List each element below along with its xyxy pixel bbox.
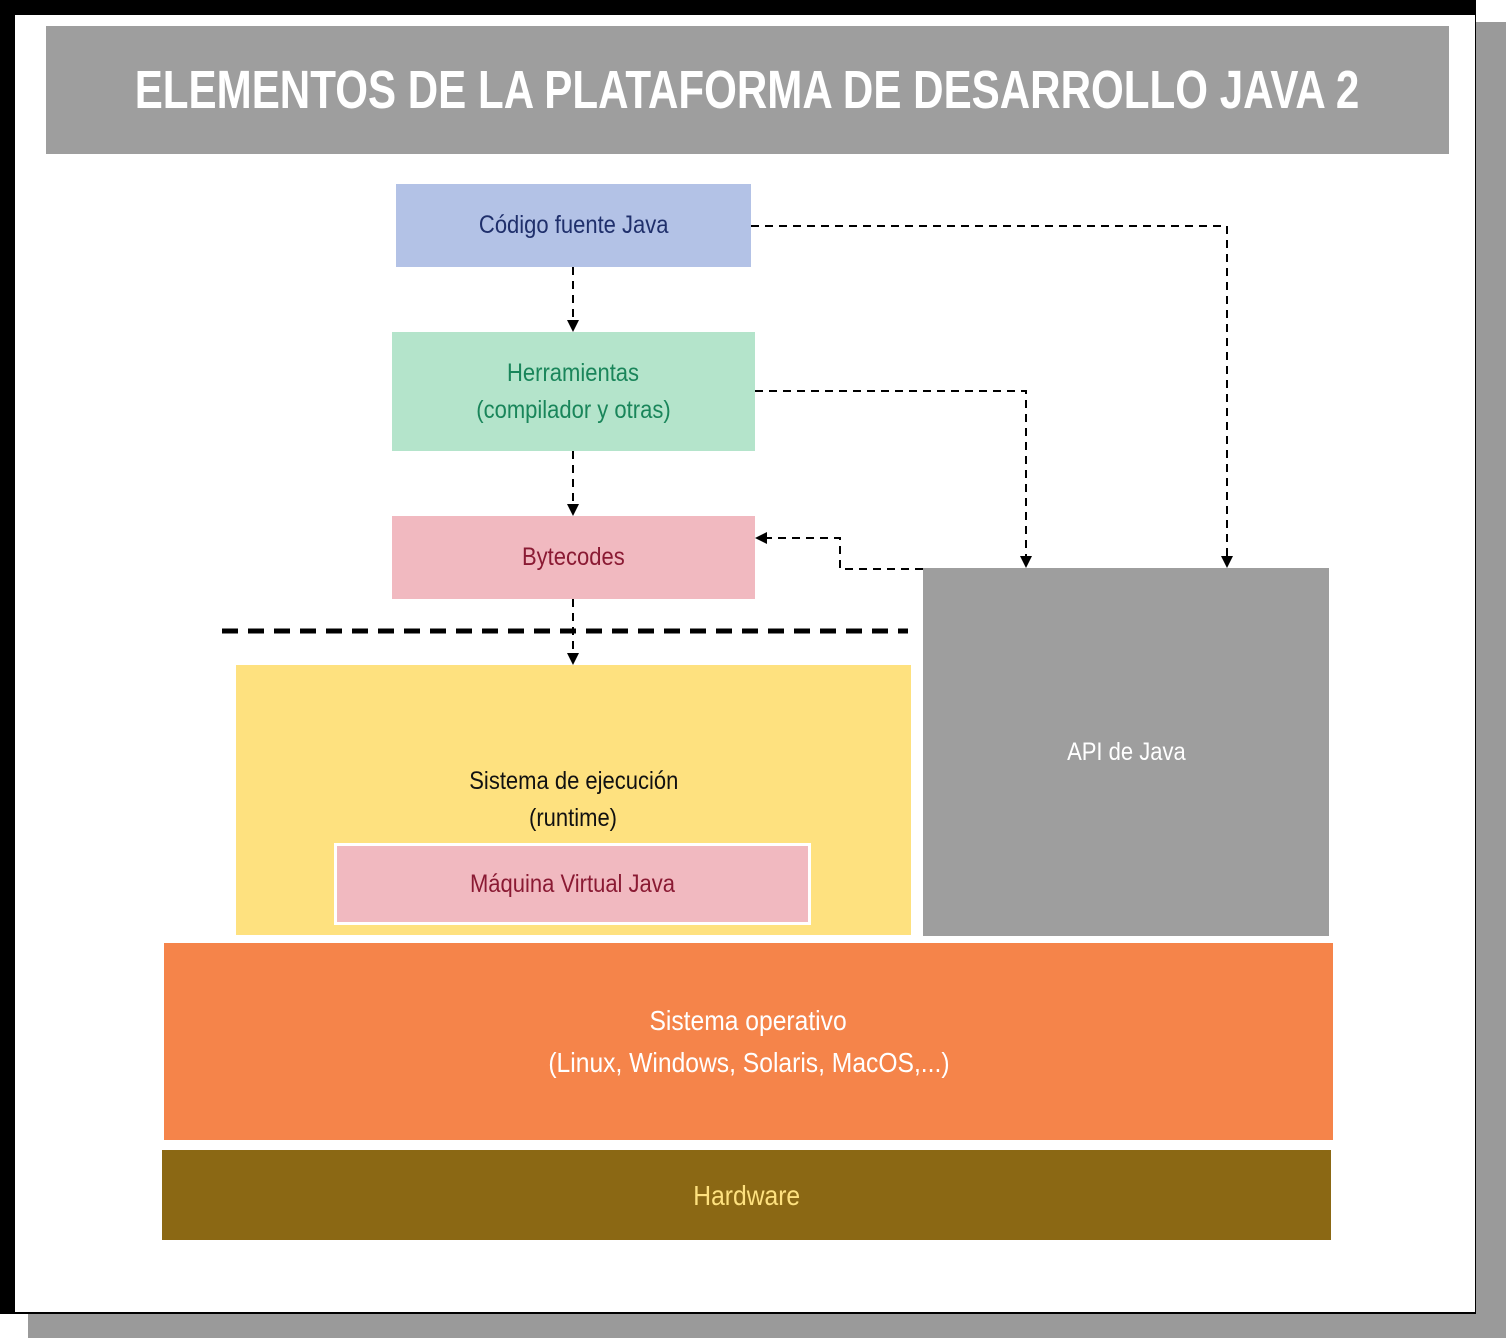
runtime-label-line2: (runtime)	[529, 804, 618, 832]
title-bar: ELEMENTOS DE LA PLATAFORMA DE DESARROLLO…	[46, 26, 1449, 154]
os-label-line2: (Linux, Windows, Solaris, MacOS,...)	[547, 1046, 950, 1078]
tools-label-line1: Herramientas	[507, 358, 640, 387]
java-api-box: API de Java	[923, 568, 1329, 936]
runtime-label-line1: Sistema de ejecución	[468, 767, 679, 795]
tools-label-line2: (compilador y otras)	[476, 395, 671, 424]
operating-system-box: Sistema operativo (Linux, Windows, Solar…	[164, 943, 1333, 1140]
os-label-line1: Sistema operativo	[649, 1004, 848, 1036]
tools-box: Herramientas (compilador y otras)	[392, 332, 755, 451]
arrow-tools-to-api	[755, 390, 1032, 568]
diagram-title: ELEMENTOS DE LA PLATAFORMA DE DESARROLLO…	[135, 60, 1360, 120]
source-code-box: Código fuente Java	[396, 184, 751, 267]
jvm-box: Máquina Virtual Java	[334, 843, 811, 925]
hardware-label: Hardware	[693, 1179, 800, 1211]
source-code-label: Código fuente Java	[478, 211, 669, 239]
bytecodes-label: Bytecodes	[522, 543, 625, 571]
jvm-label: Máquina Virtual Java	[469, 869, 676, 898]
arrow-api-to-bytecodes	[755, 532, 923, 570]
java-api-label: API de Java	[1066, 737, 1186, 766]
arrow-source-to-api	[751, 225, 1233, 568]
bytecodes-box: Bytecodes	[392, 516, 755, 599]
hardware-box: Hardware	[162, 1150, 1331, 1240]
